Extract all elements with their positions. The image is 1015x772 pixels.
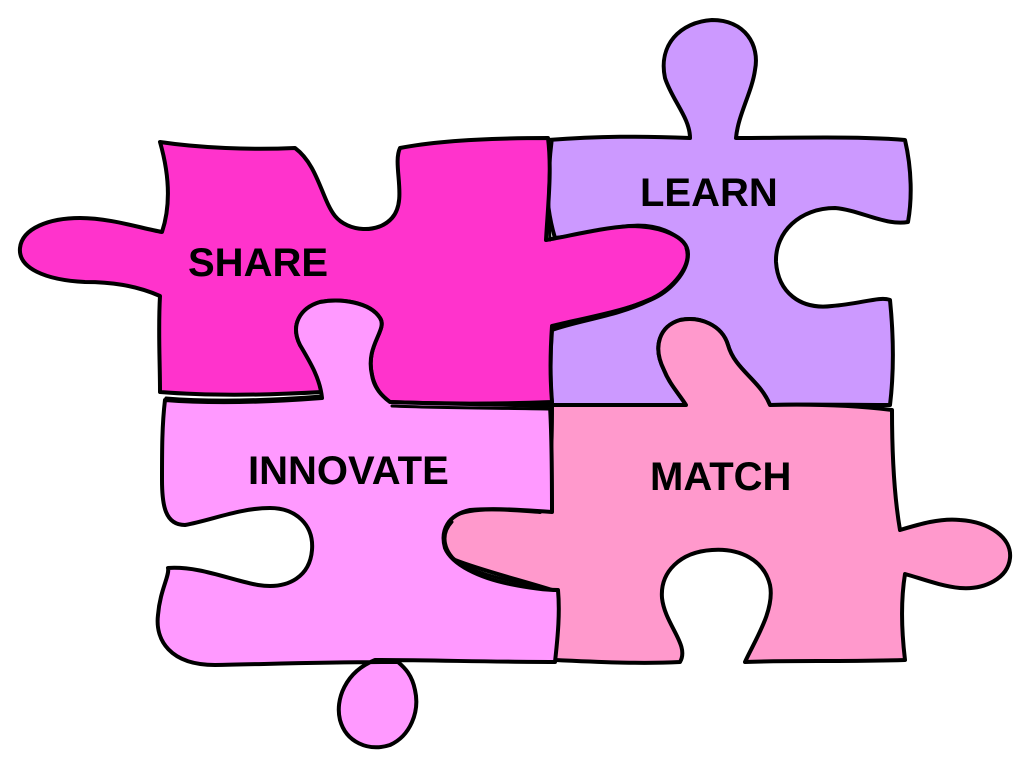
innovate-piece-shape <box>155 298 561 750</box>
share-label: SHARE <box>188 241 328 285</box>
puzzle-piece-share: SHARE <box>17 136 690 406</box>
puzzle-piece-innovate: INNOVATE <box>155 298 561 750</box>
innovate-label: INNOVATE <box>248 449 449 493</box>
puzzle-piece-learn: LEARN <box>544 18 913 408</box>
seam-shadow-match-knob <box>443 520 542 588</box>
learn-label: LEARN <box>640 171 778 215</box>
seam-shadow-share-right <box>552 246 689 328</box>
seam-shadows <box>164 140 689 588</box>
seam-shadow-share-knob <box>390 404 550 411</box>
seam-shadow-share-bottom <box>164 394 324 402</box>
seam-shadow-learn-left <box>547 140 554 242</box>
match-label: MATCH <box>650 455 791 499</box>
